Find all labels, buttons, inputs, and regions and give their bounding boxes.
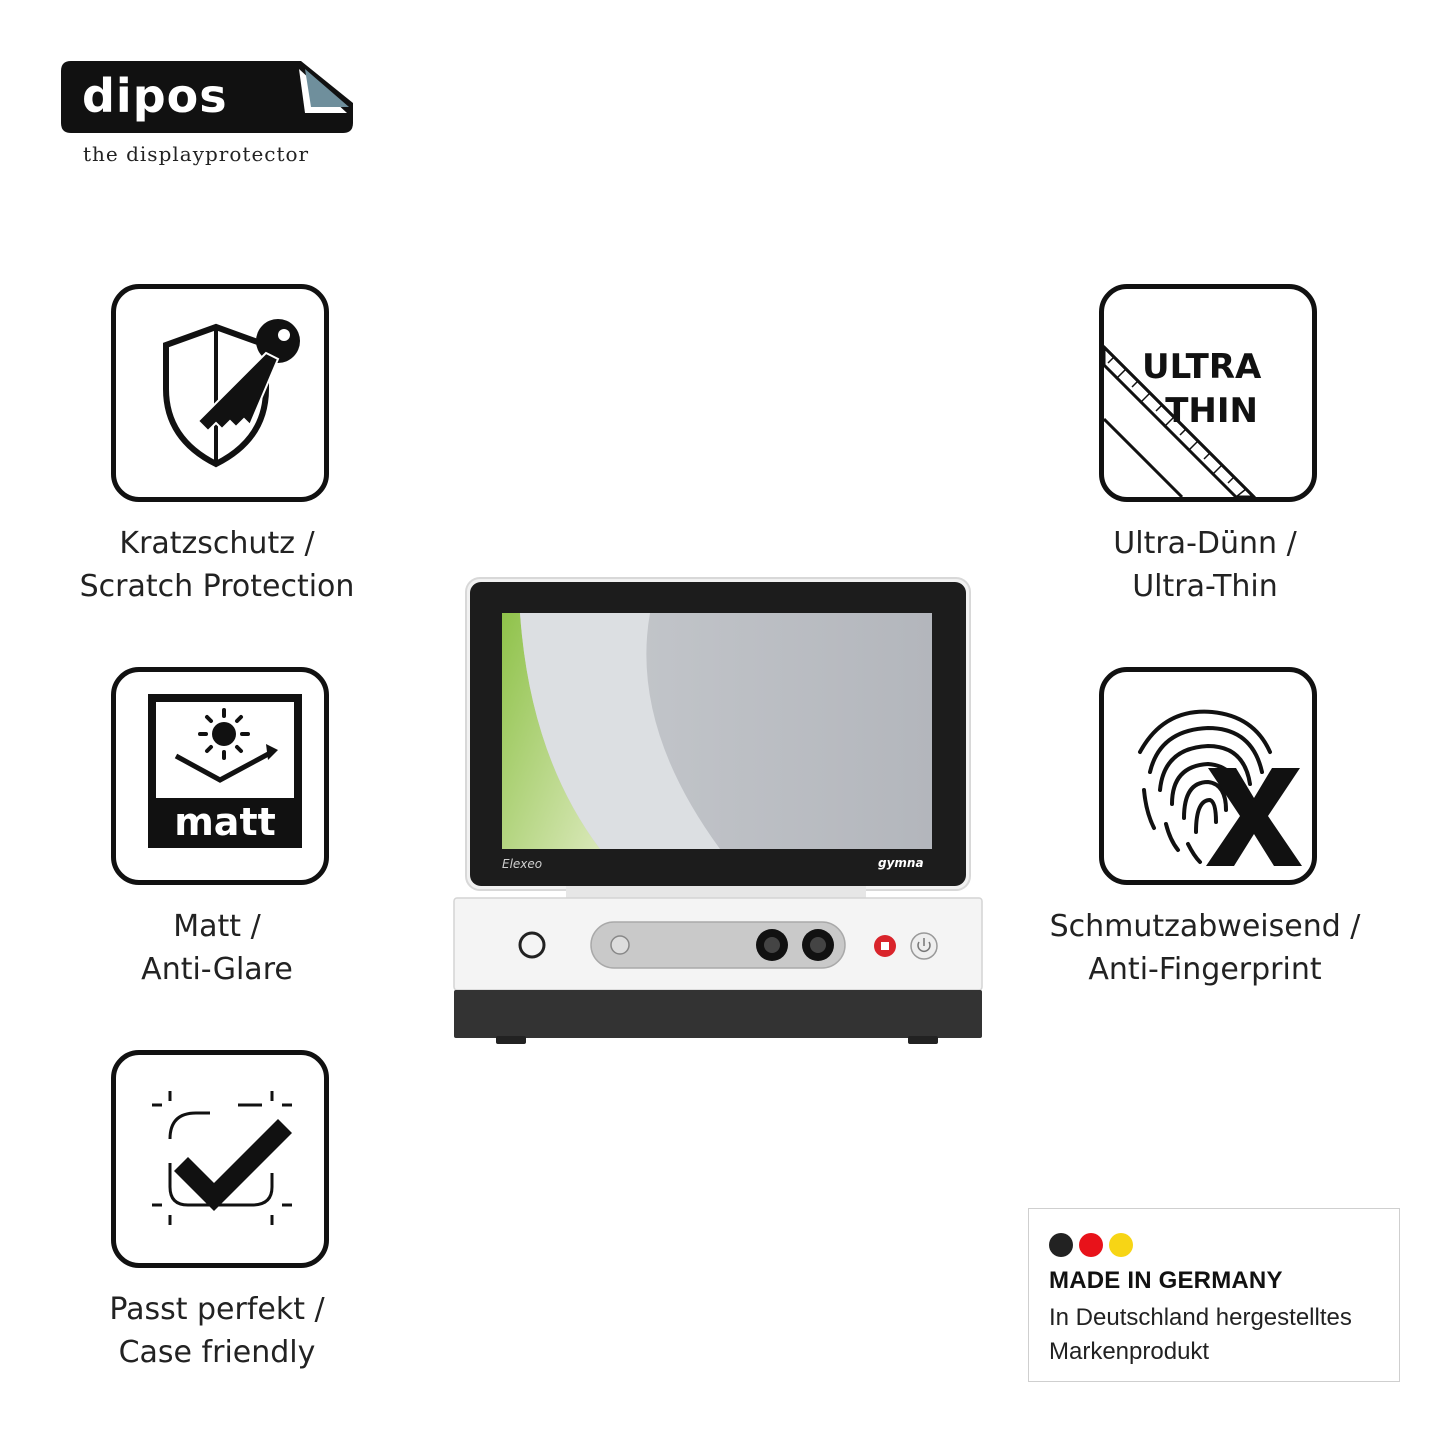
dipos-logo: [61, 61, 353, 133]
caption-line: Anti-Fingerprint: [1088, 952, 1322, 987]
badge-line: THIN: [1165, 391, 1258, 431]
caption-line: Ultra-Thin: [1132, 569, 1278, 604]
matt-badge: matt: [174, 800, 276, 844]
caption-line: Case friendly: [118, 1335, 316, 1370]
feature-anti-fingerprint-icon-box: [1099, 667, 1317, 885]
feature-scratch-protection-icon-box: [111, 284, 329, 502]
made-in-germany-badge: MADE IN GERMANY In Deutschland hergestel…: [1028, 1208, 1400, 1382]
fingerprint-x-icon: [1138, 709, 1302, 866]
caption-line: Scratch Protection: [79, 569, 355, 604]
badge-line: ULTRA: [1142, 347, 1262, 387]
caption-line: Matt /: [173, 909, 261, 944]
feature-ultra-thin-icon-box: ULTRA THIN: [1099, 284, 1317, 502]
caption-line: Kratzschutz /: [119, 526, 315, 561]
elexeo-device-icon: [453, 577, 983, 1044]
subtitle-line: Markenprodukt: [1049, 1338, 1210, 1365]
caption-line: Schmutzabweisend /: [1049, 909, 1361, 944]
caption-line: Passt perfekt /: [109, 1292, 325, 1327]
made-in-germany-subtitle: In Deutschland hergestelltes Markenprodu…: [1049, 1301, 1399, 1369]
device-brand-label: gymna: [878, 856, 924, 870]
shield-key-icon: [163, 319, 300, 468]
caption-line: Ultra-Dünn /: [1113, 526, 1297, 561]
flag-dot-gold: [1109, 1233, 1133, 1257]
feature-matt-icon-box: matt: [111, 667, 329, 885]
subtitle-line: In Deutschland hergestelltes: [1049, 1304, 1352, 1331]
feature-matt-caption: Matt / Anti-Glare: [37, 905, 397, 991]
feature-case-friendly-caption: Passt perfekt / Case friendly: [37, 1288, 397, 1374]
ultra-thin-badge: ULTRA THIN: [1142, 345, 1302, 433]
caption-line: Anti-Glare: [141, 952, 293, 987]
feature-scratch-protection-caption: Kratzschutz / Scratch Protection: [37, 522, 397, 608]
ultra-thin-ruler-icon: [1104, 343, 1258, 497]
feature-ultra-thin-caption: Ultra-Dünn / Ultra-Thin: [1025, 522, 1385, 608]
checkmark-frame-icon: [152, 1091, 292, 1225]
matt-sun-icon: [148, 694, 302, 848]
made-in-germany-title: MADE IN GERMANY: [1049, 1267, 1283, 1294]
device-model-label: Elexeo: [502, 857, 543, 871]
flag-dot-black: [1049, 1233, 1073, 1257]
brand-tagline: the displayprotector: [83, 142, 310, 166]
brand-name: dipos: [82, 69, 228, 123]
device-illustration: [450, 576, 986, 1052]
flag-dot-red: [1079, 1233, 1103, 1257]
feature-anti-fingerprint-caption: Schmutzabweisend / Anti-Fingerprint: [1025, 905, 1385, 991]
logo-badge-icon: [61, 61, 353, 133]
feature-case-friendly-icon-box: [111, 1050, 329, 1268]
